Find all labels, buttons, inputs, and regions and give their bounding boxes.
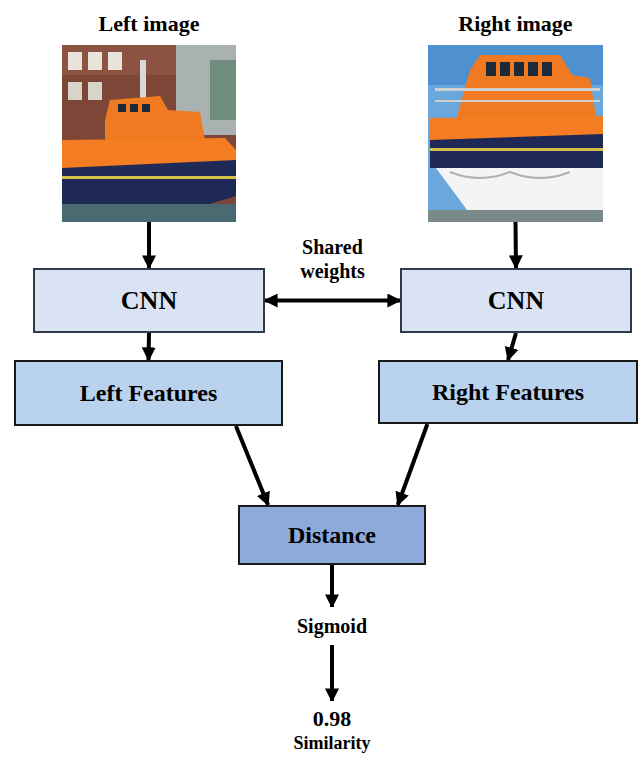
image-heading: Left image: [99, 11, 200, 37]
sigmoid-step: Sigmoid: [282, 607, 382, 645]
flow-arrow: [265, 299, 400, 303]
flow-arrow: [236, 426, 268, 505]
similarity-output: 0.98Similarity: [262, 701, 402, 759]
cnn-box: CNN: [400, 268, 632, 333]
feature-box: Left Features: [14, 360, 283, 426]
edge-label: Shared weights: [279, 235, 387, 283]
node-label: 0.98: [313, 706, 352, 732]
flow-arrow: [514, 222, 519, 268]
distance-box: Distance: [238, 505, 426, 565]
node-label: Distance: [288, 521, 376, 550]
flow-arrow: [398, 424, 428, 505]
flow-arrow: [147, 333, 152, 360]
image-input: Left image: [62, 45, 236, 222]
cnn-box: CNN: [33, 268, 265, 333]
image-heading: Right image: [458, 11, 572, 37]
flow-arrow: [330, 645, 334, 701]
node-label: Left Features: [80, 379, 218, 408]
flow-arrow: [330, 565, 334, 607]
image-input: Right image: [428, 45, 603, 222]
right-photo: [428, 45, 603, 222]
flow-arrow: [508, 333, 516, 360]
node-label: Right Features: [432, 378, 584, 407]
feature-box: Right Features: [378, 360, 638, 424]
left-photo: [62, 45, 236, 222]
node-label: Sigmoid: [297, 614, 367, 638]
node-label: CNN: [121, 285, 177, 316]
node-label: CNN: [488, 285, 544, 316]
flow-arrow: [147, 222, 151, 268]
node-sublabel: Similarity: [294, 732, 371, 754]
